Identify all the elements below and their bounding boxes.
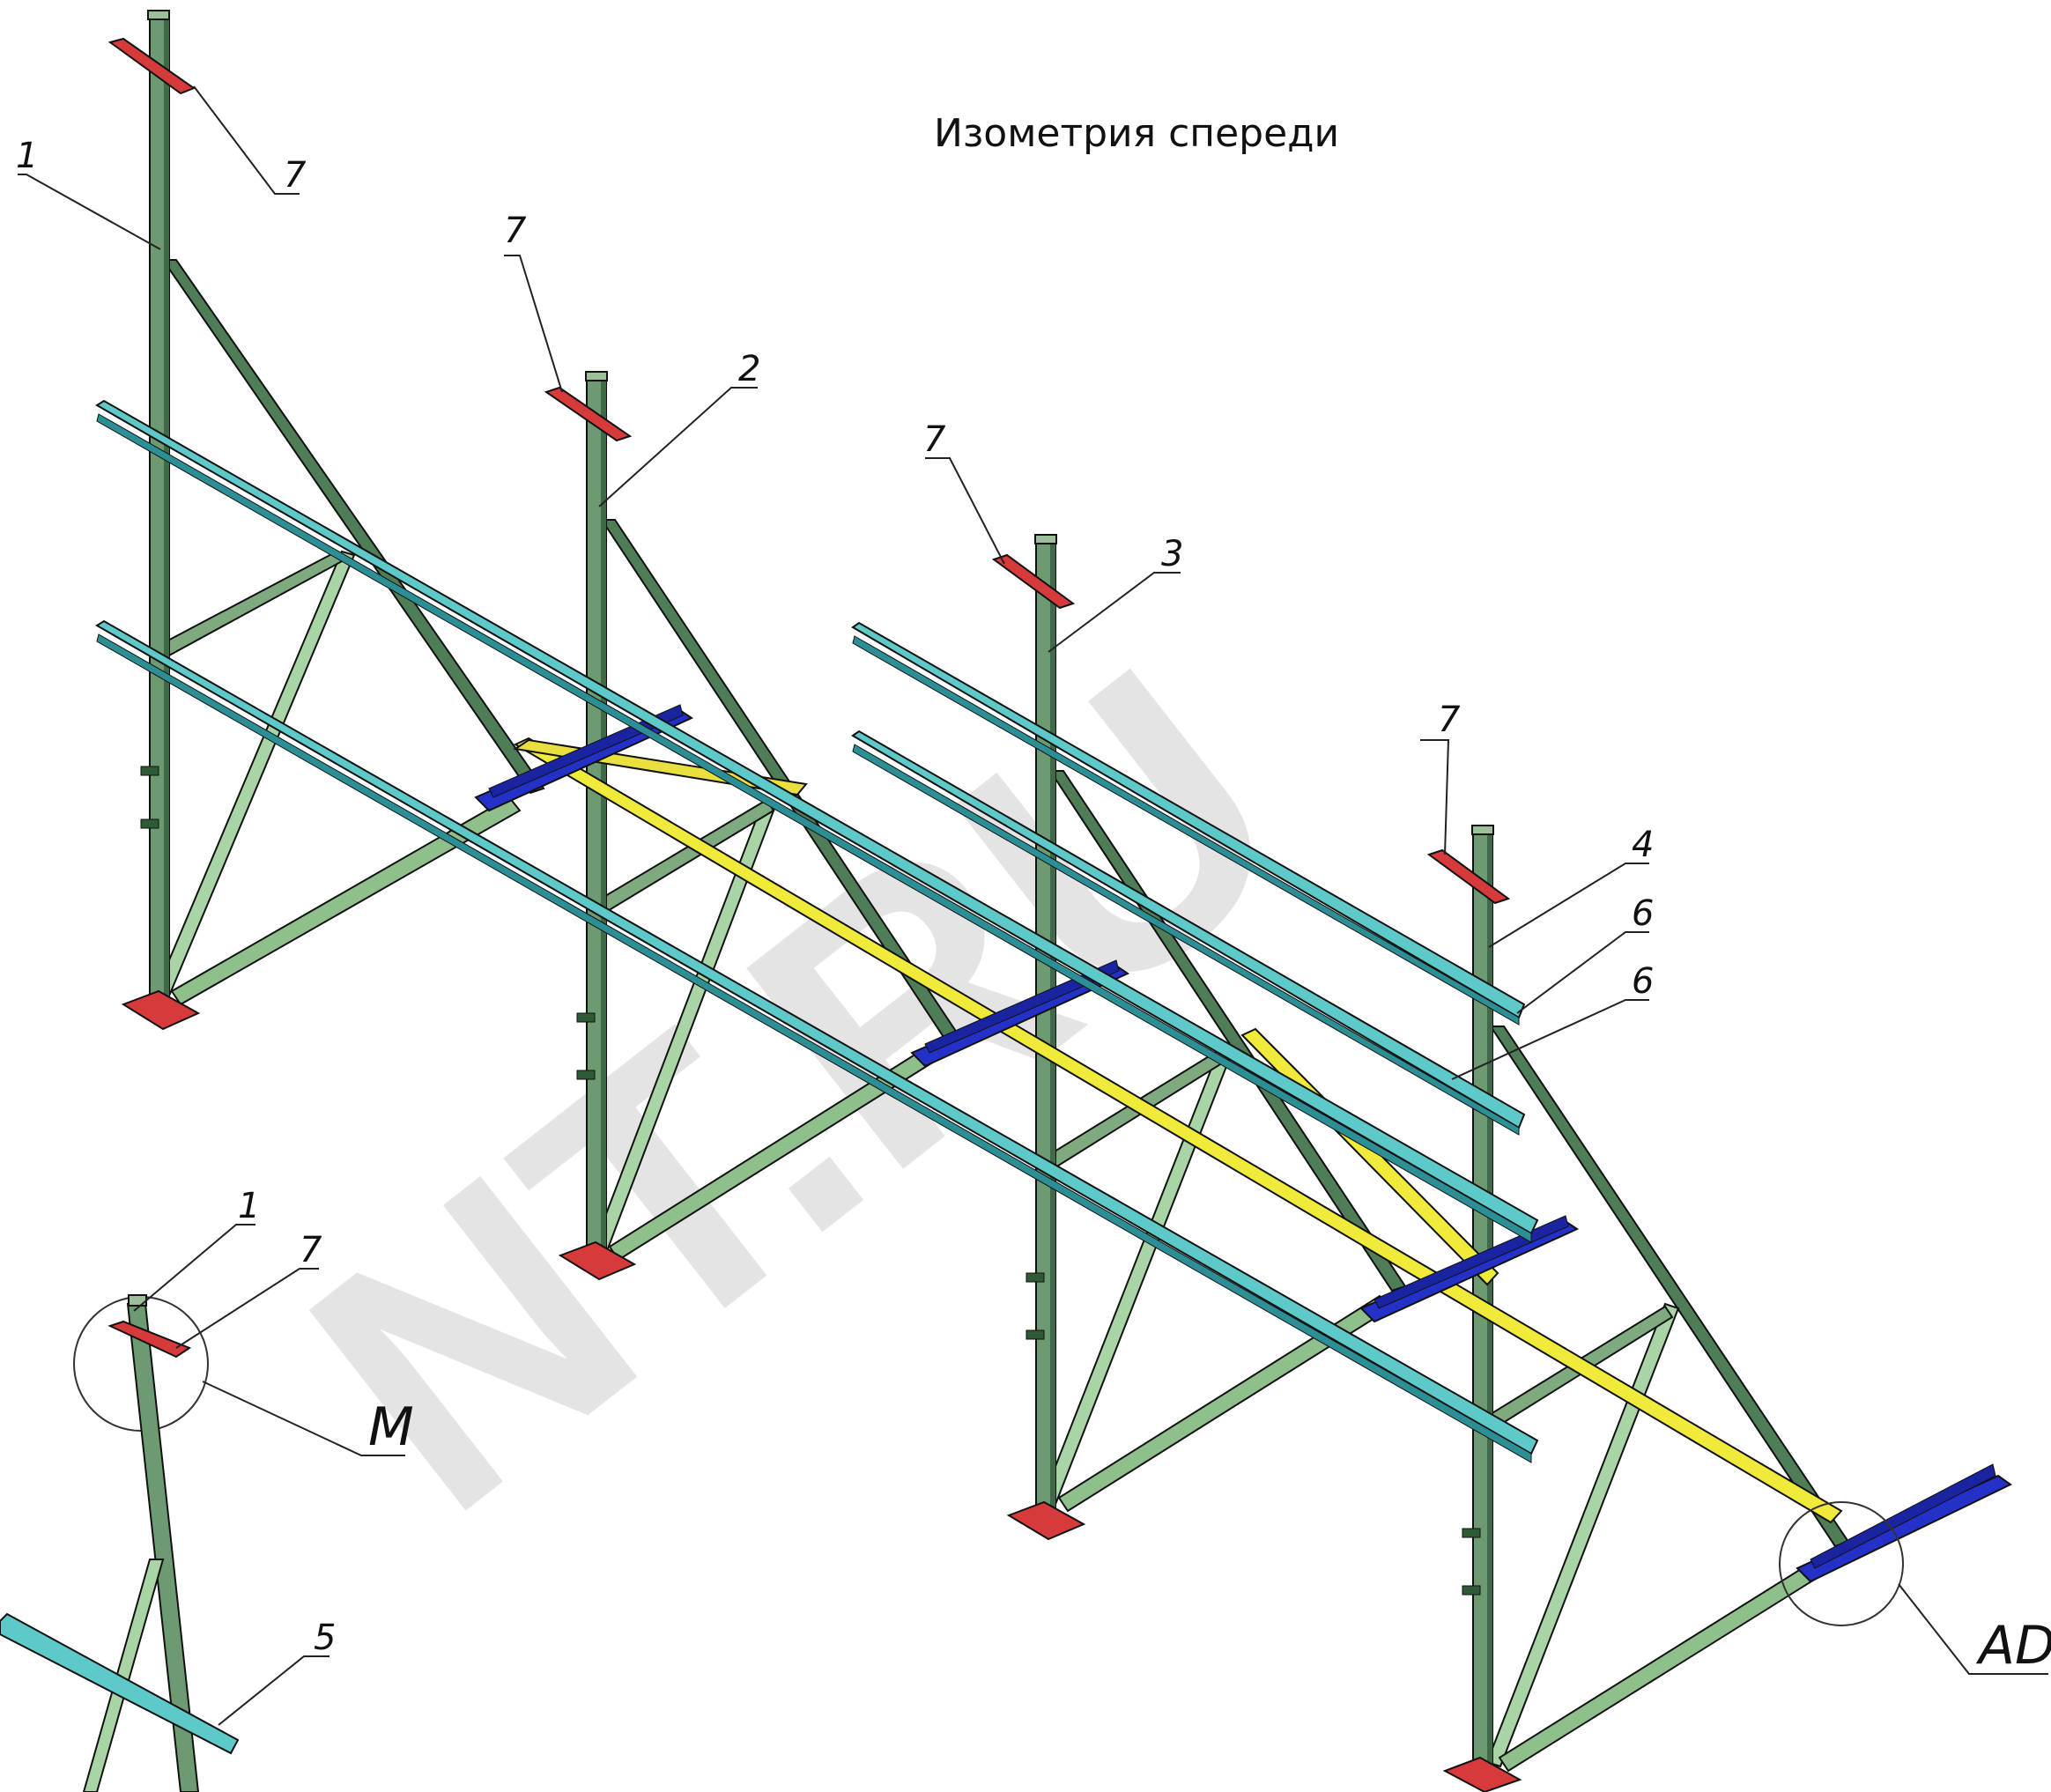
detail-m-cap <box>107 1320 192 1359</box>
callout-3-frame3: 3 <box>1161 534 1183 574</box>
rail-upper-back <box>851 621 1526 1019</box>
frame-4-main-diagonal <box>1489 1026 1850 1548</box>
callout-6-lower: 6 <box>1632 961 1654 1002</box>
callout-1-frame1: 1 <box>16 136 38 176</box>
frame-2-base-plate <box>558 1240 637 1281</box>
frame-1-lower-brace <box>152 550 356 1002</box>
frame-4-base-plate <box>1442 1756 1522 1792</box>
callout-ad-detail: AD <box>1975 1615 2051 1677</box>
frame-4-cap <box>1426 848 1511 905</box>
callout-2-frame2: 2 <box>738 349 760 389</box>
frame-3-cap <box>991 553 1076 610</box>
frame-4-lower-brace <box>1485 1302 1680 1768</box>
detail-m-view <box>0 1294 240 1792</box>
callouts: 7 1 7 2 7 3 7 4 6 6 1 7 M <box>16 85 2051 1726</box>
frame-1 <box>107 10 545 1031</box>
frame-1-base-plate <box>121 989 201 1031</box>
frame-1-cap <box>107 37 196 95</box>
frame-4-floor-brace <box>1498 1554 1834 1773</box>
callout-7-frame3: 7 <box>923 419 946 460</box>
callout-1-detail: 1 <box>238 1186 260 1226</box>
frame-3-base-plate <box>1006 1500 1086 1541</box>
detail-ad-circle <box>1779 1501 1904 1626</box>
callout-7-frame4: 7 <box>1438 700 1461 740</box>
callout-7-detail: 7 <box>300 1230 322 1270</box>
frame-1-floor-brace <box>170 796 522 1006</box>
callout-4-frame4: 4 <box>1632 825 1654 865</box>
callout-7-frame2: 7 <box>504 211 527 251</box>
drawing-title: Изометрия спереди <box>934 111 1339 156</box>
callout-m-detail: M <box>368 1396 414 1458</box>
rail-upper-front <box>95 399 1539 1235</box>
rail-lower-front <box>95 619 1539 1455</box>
callout-7-frame1: 7 <box>284 155 307 196</box>
rail-lower-back <box>851 729 1526 1129</box>
frame-2-cap <box>544 386 633 442</box>
callout-5-rail: 5 <box>314 1618 336 1658</box>
callout-6-upper: 6 <box>1632 893 1654 934</box>
frame-1-main-diagonal <box>161 259 545 795</box>
cyan-rails <box>95 399 1539 1463</box>
